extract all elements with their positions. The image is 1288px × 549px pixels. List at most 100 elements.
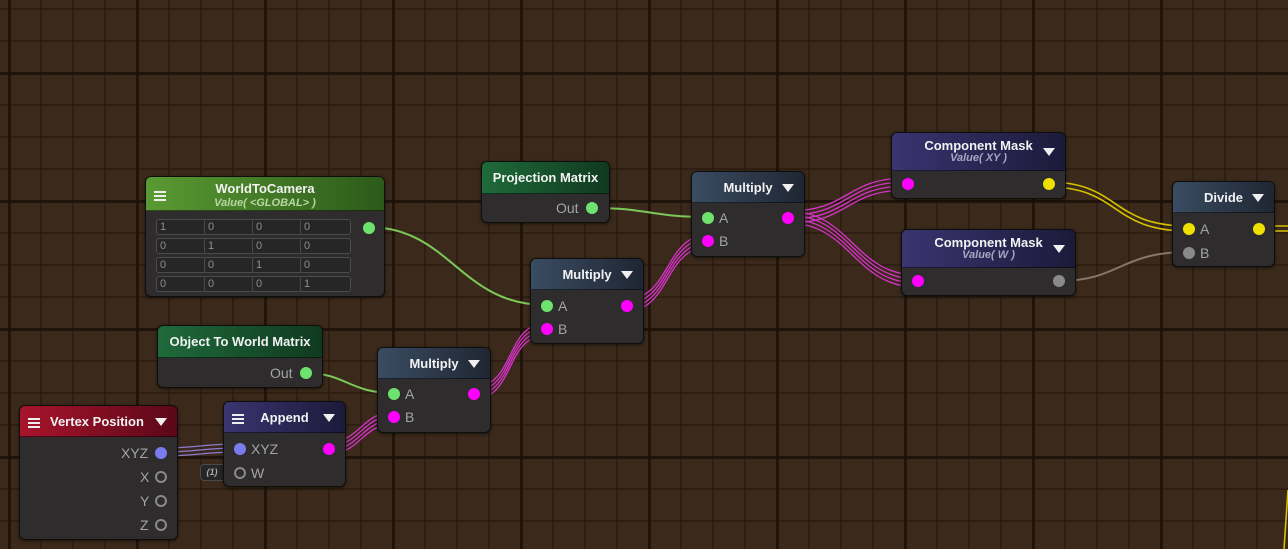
node-header[interactable]: WorldToCamera Value( <GLOBAL> ) — [146, 177, 384, 211]
input-port-b[interactable] — [541, 323, 553, 335]
chevron-down-icon[interactable] — [323, 414, 335, 422]
wire-multiply3-to-maskxy — [787, 177, 908, 224]
matrix-cell[interactable]: 0 — [252, 238, 303, 254]
node-title: WorldToCamera — [215, 181, 315, 196]
w-default-value-field[interactable]: (1) — [200, 464, 224, 481]
input-port-a[interactable] — [388, 388, 400, 400]
port-label: Out — [270, 365, 293, 381]
chevron-down-icon[interactable] — [1053, 245, 1065, 253]
input-port-b[interactable] — [702, 235, 714, 247]
output-port[interactable] — [1043, 178, 1055, 190]
input-port-w[interactable] — [234, 467, 246, 479]
node-title: Append — [260, 410, 309, 425]
output-port[interactable] — [586, 202, 598, 214]
matrix-cell[interactable]: 0 — [300, 219, 351, 235]
node-world-to-camera[interactable]: WorldToCamera Value( <GLOBAL> ) 1 0 0 0 … — [145, 176, 385, 297]
node-subtitle: Value( W ) — [962, 249, 1015, 261]
node-title: Projection Matrix — [492, 170, 599, 185]
wire-multiply3-to-maskw — [787, 210, 918, 288]
node-header[interactable]: Divide — [1173, 182, 1274, 213]
node-append[interactable]: Append XYZ W — [223, 401, 346, 487]
matrix-cell[interactable]: 0 — [300, 257, 351, 273]
node-header[interactable]: Vertex Position — [20, 406, 177, 437]
port-label: XYZ — [251, 441, 279, 457]
node-header[interactable]: Multiply — [692, 172, 804, 203]
node-object-to-world-matrix[interactable]: Object To World Matrix Out — [157, 325, 323, 388]
node-component-mask-w[interactable]: Component Mask Value( W ) — [901, 229, 1076, 296]
output-port[interactable] — [323, 443, 335, 455]
matrix-cell[interactable]: 0 — [204, 257, 255, 273]
node-header[interactable]: Append — [224, 402, 345, 433]
wire-divide-output — [1258, 225, 1288, 549]
node-header[interactable]: Object To World Matrix — [158, 326, 322, 358]
chevron-down-icon[interactable] — [155, 418, 167, 426]
port-label: B — [405, 409, 415, 425]
matrix-cell[interactable]: 1 — [156, 219, 207, 235]
port-label: B — [1200, 245, 1210, 261]
input-port[interactable] — [902, 178, 914, 190]
input-port-xyz[interactable] — [234, 443, 246, 455]
output-port-y[interactable] — [155, 495, 167, 507]
menu-icon[interactable] — [28, 416, 40, 430]
matrix-cell[interactable]: 0 — [156, 276, 207, 292]
matrix-cell[interactable]: 1 — [300, 276, 351, 292]
node-component-mask-xy[interactable]: Component Mask Value( XY ) — [891, 132, 1066, 199]
matrix-cell[interactable]: 0 — [300, 238, 351, 254]
wire-worldtocamera-to-multiply2 — [367, 226, 547, 306]
port-label: X — [140, 469, 150, 485]
output-port[interactable] — [621, 300, 633, 312]
output-port[interactable] — [782, 212, 794, 224]
matrix-cell[interactable]: 1 — [252, 257, 303, 273]
port-label: Y — [140, 493, 150, 509]
chevron-down-icon[interactable] — [782, 184, 794, 192]
port-label: B — [558, 321, 568, 337]
input-port-a[interactable] — [702, 212, 714, 224]
port-label: A — [719, 210, 729, 226]
input-port-b[interactable] — [1183, 247, 1195, 259]
menu-icon[interactable] — [154, 189, 166, 203]
output-port[interactable] — [1253, 223, 1265, 235]
node-vertex-position[interactable]: Vertex Position XYZ X Y Z — [19, 405, 178, 540]
chevron-down-icon[interactable] — [468, 360, 480, 368]
output-port[interactable] — [1053, 275, 1065, 287]
matrix-cell[interactable]: 0 — [156, 257, 207, 273]
node-multiply-2[interactable]: Multiply A B — [530, 258, 644, 344]
input-port-a[interactable] — [1183, 223, 1195, 235]
node-projection-matrix[interactable]: Projection Matrix Out — [481, 161, 610, 223]
output-port[interactable] — [300, 367, 312, 379]
node-title: Component Mask — [924, 138, 1033, 153]
matrix-cell[interactable]: 0 — [156, 238, 207, 254]
input-port-a[interactable] — [541, 300, 553, 312]
input-port-b[interactable] — [388, 411, 400, 423]
node-divide[interactable]: Divide A B — [1172, 181, 1275, 267]
chevron-down-icon[interactable] — [1252, 194, 1264, 202]
node-header[interactable]: Component Mask Value( W ) — [902, 230, 1075, 268]
port-label: A — [1200, 221, 1210, 237]
node-multiply-1[interactable]: Multiply A B — [377, 347, 491, 433]
output-port[interactable] — [468, 388, 480, 400]
node-header[interactable]: Multiply — [378, 348, 490, 379]
wire-maskxy-to-divide — [1047, 181, 1189, 232]
output-port-z[interactable] — [155, 519, 167, 531]
output-port-xyz[interactable] — [155, 447, 167, 459]
input-port[interactable] — [912, 275, 924, 287]
chevron-down-icon[interactable] — [621, 271, 633, 279]
output-port[interactable] — [363, 222, 375, 234]
node-header[interactable]: Component Mask Value( XY ) — [892, 133, 1065, 171]
node-header[interactable]: Projection Matrix — [482, 162, 609, 194]
chevron-down-icon[interactable] — [1043, 148, 1055, 156]
node-title: Multiply — [562, 267, 612, 282]
node-header[interactable]: Multiply — [531, 259, 643, 290]
node-title: Divide — [1203, 190, 1243, 205]
output-port-x[interactable] — [155, 471, 167, 483]
node-subtitle: Value( <GLOBAL> ) — [214, 197, 316, 209]
node-title: Multiply — [409, 356, 459, 371]
matrix-cell[interactable]: 0 — [252, 276, 303, 292]
menu-icon[interactable] — [232, 412, 244, 426]
node-multiply-3[interactable]: Multiply A B — [691, 171, 805, 257]
node-title: Object To World Matrix — [169, 334, 311, 349]
matrix-cell[interactable]: 0 — [204, 276, 255, 292]
matrix-cell[interactable]: 1 — [204, 238, 255, 254]
matrix-cell[interactable]: 0 — [204, 219, 255, 235]
matrix-cell[interactable]: 0 — [252, 219, 303, 235]
